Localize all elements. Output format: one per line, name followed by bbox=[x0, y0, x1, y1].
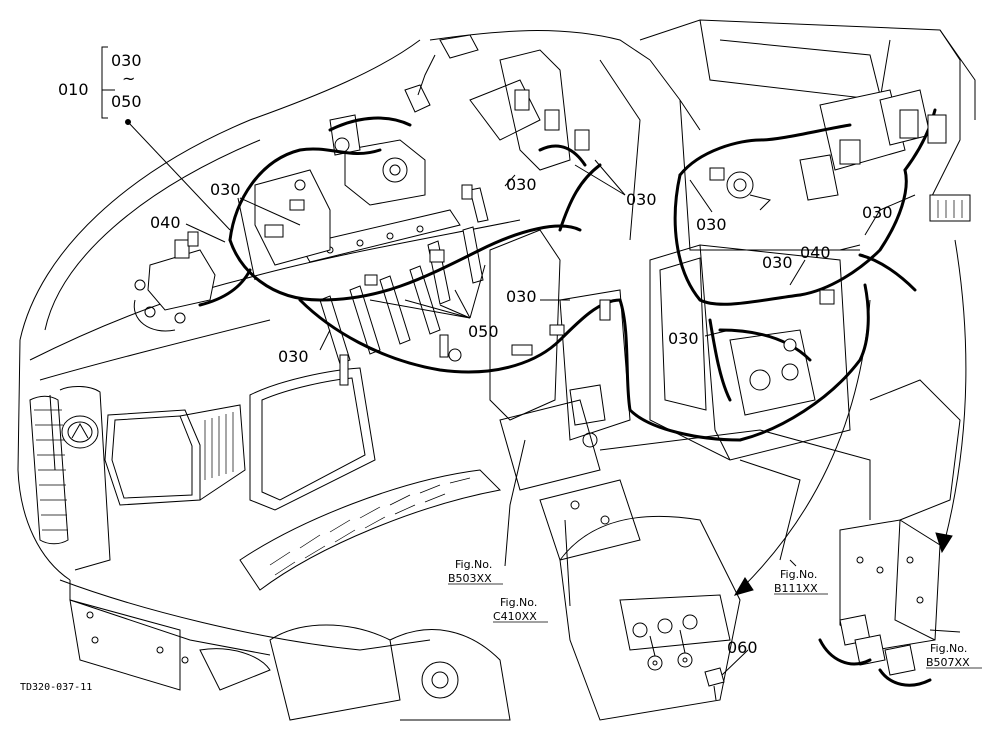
group-range-tilde: ~ bbox=[122, 69, 135, 88]
top-sensor bbox=[404, 34, 479, 113]
headlight-left bbox=[104, 404, 246, 506]
battery-box bbox=[649, 244, 851, 461]
fig-ref-b507xx[interactable]: Fig.No. B507XX bbox=[926, 642, 970, 669]
leader-lines bbox=[102, 89, 961, 676]
fig-ref-b111xx[interactable]: Fig.No. B111XX bbox=[774, 568, 818, 595]
callout-030: 030 bbox=[506, 175, 537, 194]
group-range-to: 050 bbox=[111, 92, 142, 111]
relay-module-inset bbox=[818, 519, 941, 687]
rear-frame bbox=[539, 379, 961, 721]
injectors bbox=[319, 187, 489, 386]
callout-030: 030 bbox=[626, 190, 657, 209]
callout-030: 030 bbox=[210, 180, 241, 199]
callout-030: 030 bbox=[278, 347, 309, 366]
dash-column bbox=[469, 49, 631, 491]
ground-terminal-inset bbox=[619, 594, 731, 701]
group-number: 010 bbox=[58, 80, 89, 99]
fig-ref-code: C410XX bbox=[493, 610, 537, 623]
callout-040: 040 bbox=[150, 213, 181, 232]
fig-ref-prefix: Fig.No. bbox=[780, 568, 817, 581]
control-panel bbox=[799, 89, 931, 201]
alternator bbox=[329, 114, 426, 206]
callout-040: 040 bbox=[800, 243, 831, 262]
callout-030: 030 bbox=[762, 253, 793, 272]
fig-ref-prefix: Fig.No. bbox=[930, 642, 967, 655]
side-vent bbox=[239, 469, 502, 591]
front-grille bbox=[29, 386, 111, 571]
group-range-from: 030 bbox=[111, 51, 142, 70]
fig-ref-code: B503XX bbox=[448, 572, 492, 585]
document-id: TD320-037-11 bbox=[20, 682, 92, 693]
fuel-filter bbox=[254, 169, 331, 266]
fig-ref-prefix: Fig.No. bbox=[455, 558, 492, 571]
hood-outline bbox=[17, 30, 651, 656]
front-axle bbox=[69, 599, 511, 721]
callout-060: 060 bbox=[727, 638, 758, 657]
headlight-right bbox=[249, 367, 376, 511]
relay-block bbox=[709, 167, 771, 211]
callout-030: 030 bbox=[696, 215, 727, 234]
callout-050: 050 bbox=[468, 322, 499, 341]
fig-ref-underlines bbox=[448, 583, 982, 669]
fig-ref-prefix: Fig.No. bbox=[500, 596, 537, 609]
detail-arrows bbox=[733, 239, 967, 596]
fuel-pump bbox=[133, 231, 216, 332]
harness-connectors bbox=[364, 89, 971, 362]
fig-ref-code: B111XX bbox=[774, 582, 818, 595]
group-bracket bbox=[101, 46, 108, 119]
callout-030: 030 bbox=[668, 329, 699, 348]
wiring-harness bbox=[198, 108, 937, 442]
brand-badge bbox=[61, 415, 99, 449]
callout-030: 030 bbox=[862, 203, 893, 222]
fig-ref-c410xx[interactable]: Fig.No. C410XX bbox=[493, 596, 537, 623]
fig-ref-b503xx[interactable]: Fig.No. B503XX bbox=[448, 558, 492, 585]
fig-ref-code: B507XX bbox=[926, 656, 970, 669]
cab-frame bbox=[639, 19, 976, 251]
callout-030: 030 bbox=[506, 287, 537, 306]
